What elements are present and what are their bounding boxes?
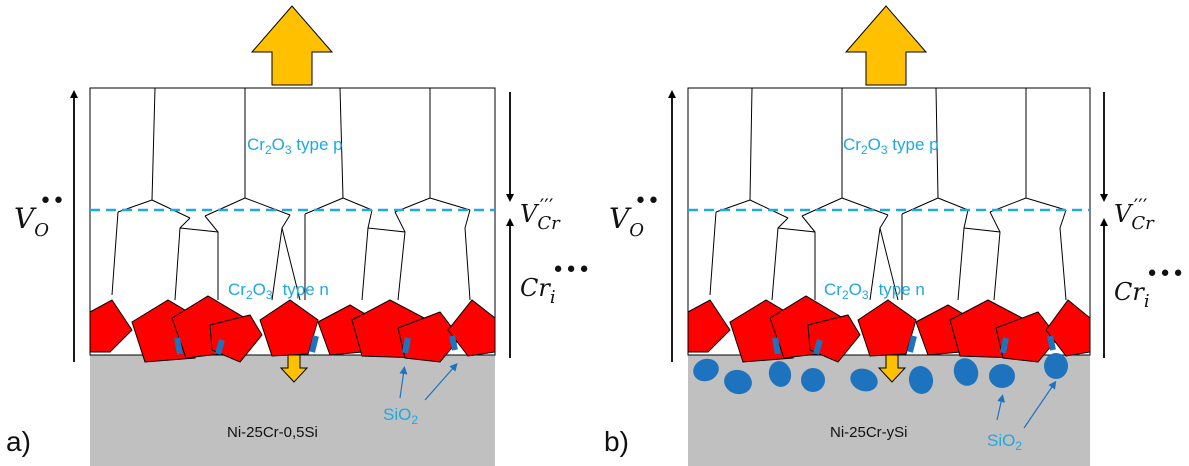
sio2-bars-b <box>772 335 1056 355</box>
chromium-interstitial-label-b: Cri••• <box>1114 262 1185 312</box>
oxide-p-label-b: Cr2O3 type p <box>843 135 939 157</box>
sio2-pointer-b2 <box>1023 380 1057 429</box>
panel-label-b: b) <box>604 426 629 457</box>
substrate-label-a: Ni-25Cr-0,5Si <box>227 424 318 441</box>
chromium-vacancy-label-b: VCr′′′ <box>1114 194 1155 234</box>
sio2-label-b: SiO2 <box>987 431 1022 453</box>
chromium-vacancy-label-a: VCr′′′ <box>520 194 561 234</box>
inward-growth-arrow-b <box>877 354 907 383</box>
sio2-label-a: SiO2 <box>383 405 418 427</box>
substrate-label-b: Ni-25Cr-ySi <box>830 424 908 441</box>
sio2-particles-a <box>174 335 458 355</box>
grain-boundaries-lower-b <box>709 209 1067 301</box>
panel-label-a: a) <box>6 426 31 457</box>
sio2-pointer-a2 <box>424 363 458 401</box>
outward-growth-arrow-b <box>844 5 928 86</box>
oxide-p-label-a: Cr2O3 type p <box>247 135 343 157</box>
chromium-interstitial-label-a: Cri••• <box>520 258 591 308</box>
outward-growth-arrow-a <box>250 5 334 86</box>
cr2o3-nodules-b <box>687 295 1091 363</box>
inward-growth-arrow-a <box>279 354 309 383</box>
cr2o3-nodules-a <box>89 295 496 363</box>
oxygen-vacancy-label-b: VO•• <box>609 189 660 241</box>
sio2-particles-b <box>693 353 1068 395</box>
grain-boundaries-lower-a <box>111 209 471 301</box>
sio2-pointer-a1 <box>399 366 408 399</box>
sio2-pointer-b1 <box>996 394 1006 421</box>
oxygen-vacancy-label-a: VO•• <box>14 189 65 241</box>
grain-boundaries-upper-b <box>715 87 1067 219</box>
